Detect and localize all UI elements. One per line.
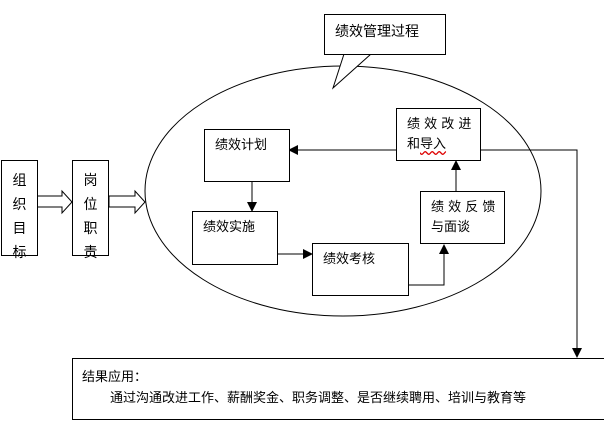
plan-label: 绩效计划 xyxy=(215,138,268,153)
improve-box: 绩 效 改 进 和导入 xyxy=(396,108,481,161)
result-box: 结果应用： 通过沟通改进工作、薪酬奖金、职务调整、是否继续聘用、培训与教育等 xyxy=(72,358,604,420)
improve-label-line2b: 导入 xyxy=(420,137,447,152)
callout-tail xyxy=(331,53,372,90)
hollow-arrow-1 xyxy=(36,189,73,215)
org-goal-box: 组 织 目 标 xyxy=(1,160,38,261)
result-body: 通过沟通改进工作、薪酬奖金、职务调整、是否继续聘用、培训与教育等 xyxy=(110,391,527,406)
implement-box: 绩效实施 xyxy=(192,211,278,265)
job-duty-char: 职 xyxy=(83,221,98,237)
process-title-callout: 绩效管理过程 xyxy=(324,14,446,55)
org-goal-char: 目 xyxy=(12,221,27,237)
process-title: 绩效管理过程 xyxy=(335,24,419,40)
feedback-label-line1: 绩 效 反 馈 xyxy=(431,200,496,215)
job-duty-char: 位 xyxy=(83,197,98,213)
assess-label: 绩效考核 xyxy=(323,252,376,267)
org-goal-char: 组 xyxy=(12,173,27,189)
job-duty-box: 岗 位 职 责 xyxy=(72,160,109,261)
arrow-improve-to-result xyxy=(481,149,582,358)
org-goal-char: 织 xyxy=(12,197,27,213)
improve-label-line1: 绩 效 改 进 xyxy=(407,117,472,132)
org-goal-char: 标 xyxy=(12,245,27,261)
job-duty-char: 责 xyxy=(83,245,98,261)
hollow-arrow-2 xyxy=(108,189,146,215)
arrow-assess-to-feedback xyxy=(408,244,449,286)
implement-label: 绩效实施 xyxy=(203,220,256,235)
assess-box: 绩效考核 xyxy=(312,243,409,296)
feedback-label-line2: 与面谈 xyxy=(431,220,471,235)
plan-box: 绩效计划 xyxy=(204,129,290,182)
feedback-box: 绩 效 反 馈 与面谈 xyxy=(420,191,505,244)
improve-label-line2a: 和 xyxy=(407,137,421,152)
job-duty-char: 岗 xyxy=(83,173,98,189)
result-heading: 结果应用： xyxy=(82,370,148,385)
